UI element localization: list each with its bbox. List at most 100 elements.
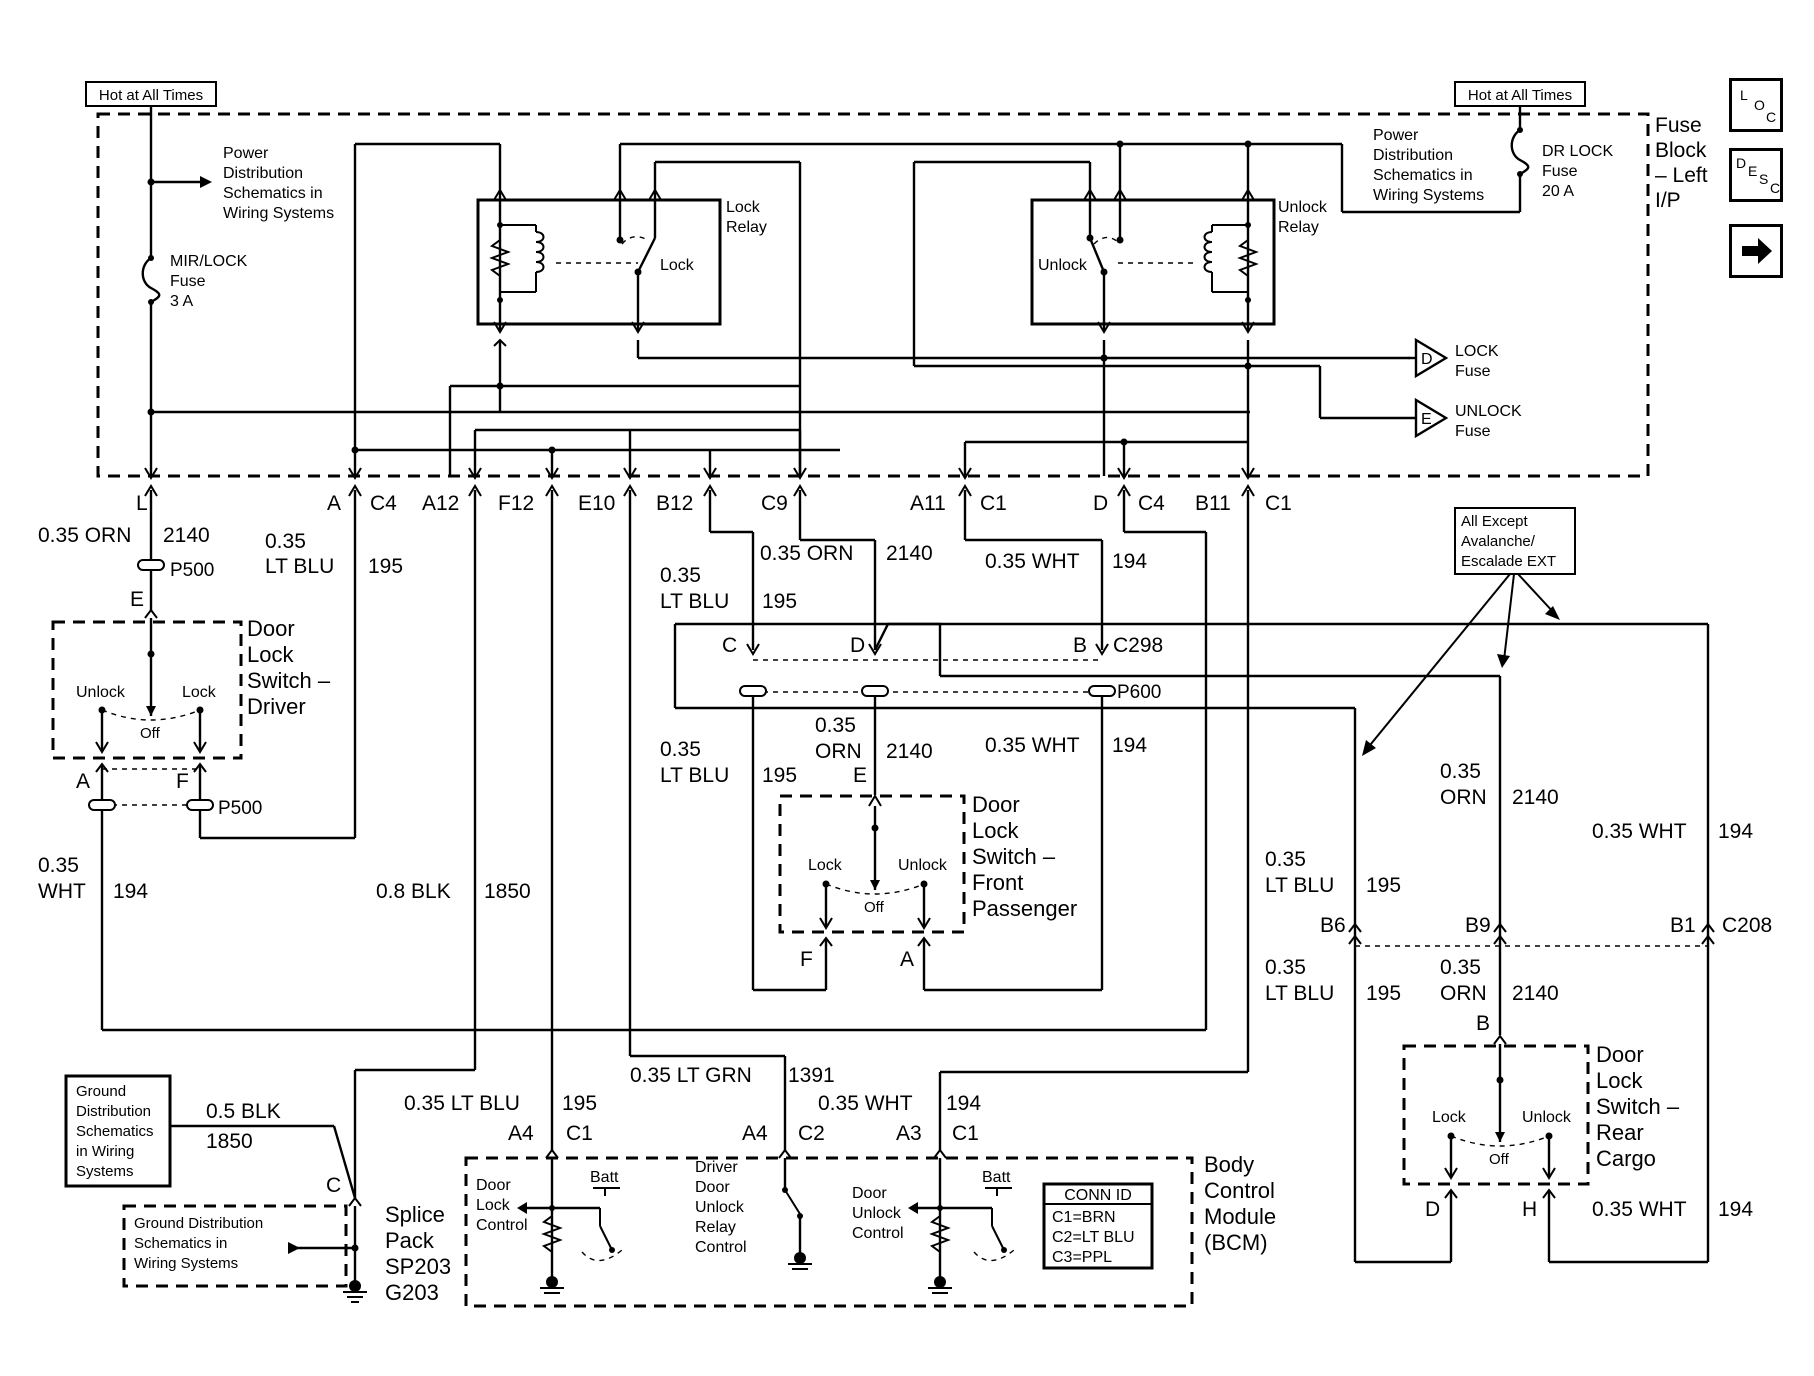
connector-pin-icon [468,484,482,497]
ground-dist-line2: Distribution [76,1103,151,1120]
fuse-block-outline [96,112,1650,478]
all-except-line3: Escalade EXT [1461,553,1556,570]
rear-cargo-switch-section: All Except Avalanche/ Escalade EXT 0.35 … [1265,507,1772,1264]
unlock-relay [1030,198,1276,326]
bcm-label-1: Body [1204,1152,1254,1177]
wire-gauge: 0.35 [1440,760,1481,783]
splice-pack-label-3: SP203 [385,1254,451,1279]
all-except-line1: All Except [1461,513,1529,530]
splice-pack-ground-box [122,1204,348,1288]
wire-number: 194 [1112,550,1147,573]
power-dist-right-line3: Schematics in [1373,167,1473,184]
wire-color: WHT [38,880,86,903]
loc-letter-2: O [1754,97,1765,113]
wire-gauge: 0.35 [660,738,701,761]
ground-icon [349,1280,361,1292]
rc-switch-pin-h: H [1522,1198,1537,1221]
connector-pin-icon [1117,484,1131,497]
wire-number: 195 [1366,982,1401,1005]
power-dist-left-line2: Distribution [223,165,303,182]
rear-cargo-door-lock-switch [1402,1044,1590,1186]
c298-pin-b: B [1073,634,1087,657]
splice-icon [739,685,767,697]
lock-fuse-ref-icon [1414,337,1449,379]
fp-switch-pin-e: E [853,764,867,787]
resistor-icon [489,239,511,277]
connector-pin-icon [348,484,362,497]
pin-B11: B11 [1195,492,1231,515]
driver-switch-label-1: Door [247,616,295,641]
pin-A: A [327,492,341,515]
wire-label: 0.35 ORN [760,542,853,565]
lock-relay-label-2: Relay [726,219,767,236]
front-passenger-door-lock-switch [778,794,966,934]
g203-label: G203 [385,1280,439,1305]
drlock-fuse-rating: 20 A [1542,183,1574,200]
resistor-icon [1237,239,1259,277]
conn-id-title: CONN ID [1064,1187,1132,1204]
all-except-box [1454,507,1576,575]
wire-color: LT BLU [1265,874,1334,897]
splice-icon [88,799,116,811]
splice-icon [186,799,214,811]
wire-label: 0.35 LT BLU [404,1092,520,1115]
body-control-module [464,1156,1194,1308]
conn-id-c2: C2=LT BLU [1052,1229,1135,1246]
pin-C1-a: C1 [980,492,1007,515]
power-dist-right-line1: Power [1373,127,1419,144]
fp-switch-label-4: Front [972,870,1023,895]
wire-label: 0.35 WHT [1592,820,1687,843]
next-page-button[interactable] [1729,224,1783,278]
ground-dist-line5: Systems [76,1163,134,1180]
front-passenger-switch-section: E Door Lock Switch – Front Passenger Loc… [753,764,1102,992]
wire-label: 0.35 WHT [985,734,1080,757]
mirlock-fuse-label: MIR/LOCK [170,253,248,270]
wire-label: 0.5 BLK [206,1100,281,1123]
dudrc-label-4: Relay [695,1219,736,1236]
wire-gauge: 0.35 [1265,956,1306,979]
location-button[interactable]: L O C [1729,78,1783,132]
wire-label: 0.35 ORN [38,524,131,547]
rc-switch-lock: Lock [1432,1109,1467,1126]
connector-pin-icon [793,467,807,480]
wire-number: 195 [762,590,797,613]
dlc-label-3: Control [476,1217,528,1234]
c208-pin-b1: B1 [1670,914,1696,937]
unlock-relay-contact-label: Unlock [1038,257,1088,274]
wire-number: 2140 [886,542,933,565]
bcm-label-2: Control [1204,1178,1275,1203]
center-wiring: 0.8 BLK 1850 0.35 LT BLU 195 0.35 ORN 21… [353,490,1710,1262]
fp-switch-lock: Lock [808,857,843,874]
pin-C1-b: C1 [1265,492,1292,515]
fp-switch-pin-f: F [800,948,813,971]
dlc-label-1: Door [476,1177,511,1194]
wire-number: 2140 [1512,982,1559,1005]
c208-pin-b6: B6 [1320,914,1346,937]
pin-F12: F12 [498,492,534,515]
connector-pin-icon [468,467,482,480]
lock-fuse-ref-label: LOCK [1455,343,1499,360]
hot-at-all-times-right: Hot at All Times [1468,87,1572,104]
wire-color: LT BLU [660,590,729,613]
power-dist-left-line3: Schematics in [223,185,323,202]
connector-pin-icon [623,467,637,480]
rc-switch-unlock: Unlock [1522,1109,1572,1126]
connector-pin-icon [793,484,807,497]
fuse-block-title-3: – Left [1655,164,1708,187]
connector-pin-icon [348,467,362,480]
description-button[interactable]: D E S C [1729,148,1783,202]
fp-switch-pin-a: A [900,948,914,971]
c208-label: C208 [1722,914,1772,937]
rc-switch-pin-b: B [1476,1012,1490,1035]
wire-color: LT BLU [1265,982,1334,1005]
splice-pack-label-2: Pack [385,1228,435,1253]
dlc-label-2: Lock [476,1197,511,1214]
hot-at-all-times-left: Hot at All Times [99,87,203,104]
fp-switch-off: Off [864,899,885,916]
resistor-icon [541,1215,563,1253]
driver-switch-label-2: Lock [247,642,294,667]
wire-label: 0.35 LT GRN [630,1064,752,1087]
pin-A12: A12 [422,492,459,515]
ground-icon [934,1276,946,1288]
ground-dist-line3: Schematics [76,1123,154,1140]
